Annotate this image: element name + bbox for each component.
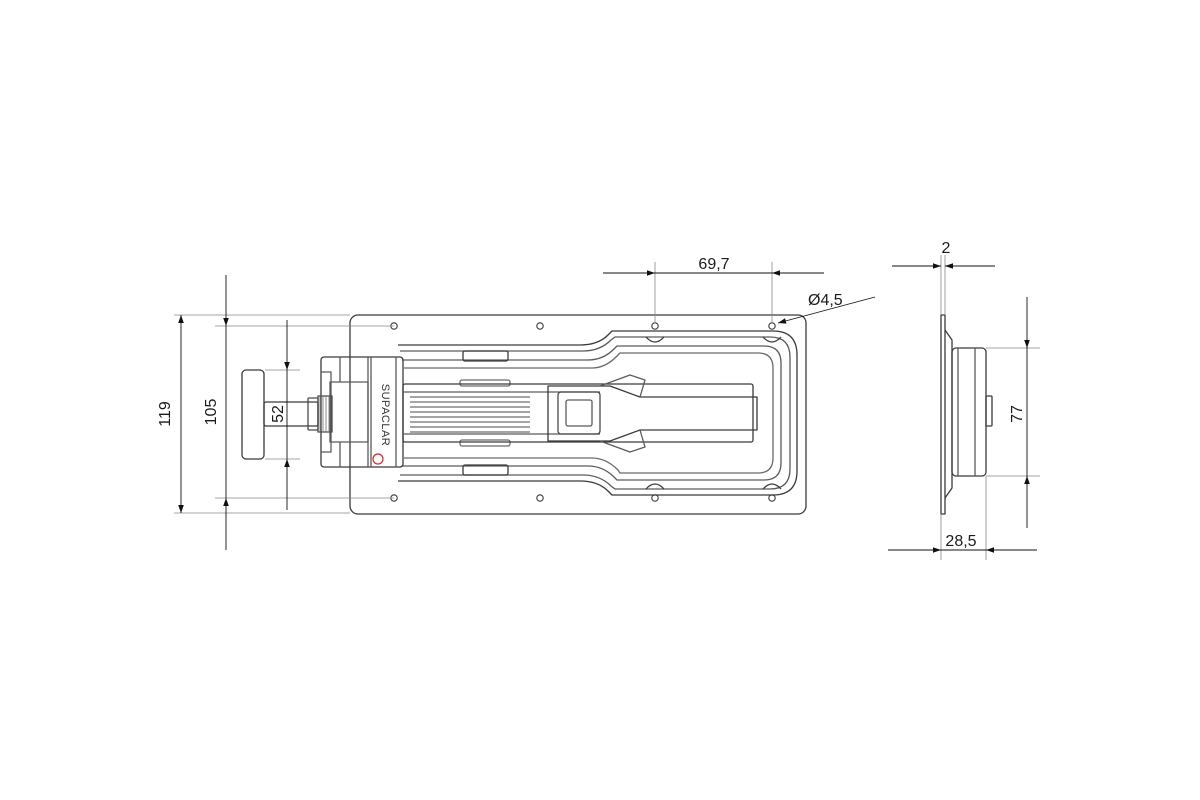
- bolt-rail-outer: [402, 383, 754, 443]
- cam-block: [557, 391, 601, 435]
- label-knob-height: 52: [270, 405, 287, 423]
- label-plate-thickness: 2: [942, 240, 951, 257]
- bolt-rail-lines: [403, 391, 600, 435]
- slot-top: [462, 350, 509, 362]
- latch-housing-inner: [329, 381, 369, 443]
- label-body-height: 77: [1009, 405, 1026, 423]
- side-body-inner: [957, 348, 976, 476]
- latch-housing-step: [320, 371, 332, 453]
- knob-head: [241, 369, 265, 460]
- dimension-lines: [174, 255, 1040, 560]
- notch-bottom-right: [762, 483, 782, 490]
- shaft-threads: [319, 396, 330, 432]
- recess-inner: [402, 345, 782, 481]
- label-hole-spacing: 69,7: [698, 256, 729, 273]
- side-plate: [940, 314, 946, 515]
- notch-bottom-left: [645, 483, 665, 490]
- latch-housing-detail: [339, 357, 369, 467]
- logo-plate: [370, 356, 397, 468]
- label-screw-span: 105: [203, 399, 220, 426]
- label-plate-height: 119: [157, 401, 174, 427]
- notch-top-right: [762, 336, 782, 343]
- dimension-labels: 119 105 52 69,7 Ø4,5 2 28,5 77: [157, 240, 1026, 550]
- dim-hole-leader: [777, 296, 876, 324]
- notch-top-left: [645, 336, 665, 343]
- knob-collar: [307, 397, 319, 431]
- spring-ribs: [410, 396, 530, 433]
- dimension-arrows: [178, 263, 1037, 553]
- side-body: [951, 347, 987, 477]
- cam-block-inner: [565, 399, 593, 427]
- slot-bottom-inner: [459, 439, 511, 447]
- recess-groove: [404, 352, 774, 474]
- label-hole-diameter: Ø4,5: [808, 292, 843, 309]
- label-depth: 28,5: [945, 533, 976, 550]
- front-view: [241, 314, 807, 515]
- logo-mark-icon: [372, 453, 384, 465]
- mounting-plate: [349, 314, 807, 515]
- side-body-flange: [944, 329, 953, 499]
- side-view: [940, 314, 993, 515]
- side-knob: [985, 395, 993, 427]
- cam-detail: [599, 374, 646, 453]
- brand-logo: SUPACLAR: [379, 384, 391, 446]
- cam-wedge: [547, 385, 758, 442]
- slot-top-inner: [459, 379, 511, 387]
- slot-bottom: [462, 464, 509, 476]
- recess-outer: [398, 330, 798, 496]
- recess-middle: [400, 336, 791, 490]
